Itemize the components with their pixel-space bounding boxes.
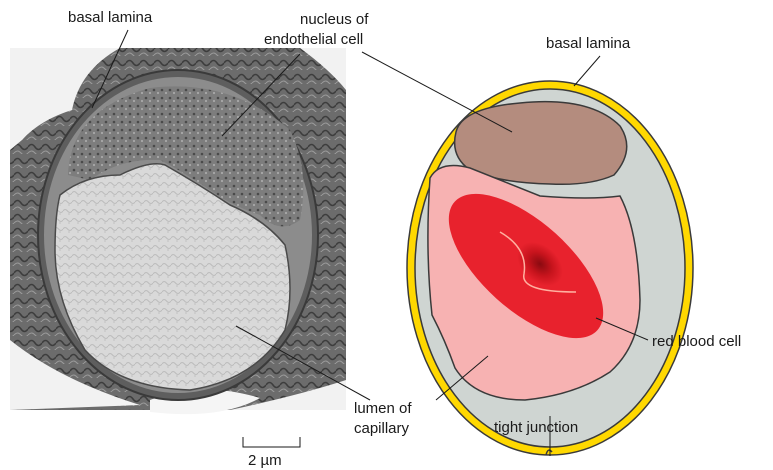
schematic-drawing xyxy=(407,81,693,455)
micrograph-basal-lamina-label: basal lamina xyxy=(68,9,153,26)
micrograph-lumen-label-line2: capillary xyxy=(354,420,410,437)
scale-bar: 2 µm xyxy=(243,437,300,469)
drawing-nucleus-leader xyxy=(362,52,512,132)
micrograph-nucleus-label-line2: endothelial cell xyxy=(264,31,363,48)
micrograph-lumen-label-line1: lumen of xyxy=(354,400,412,417)
drawing-basal-lamina-label: basal lamina xyxy=(546,35,631,52)
drawing-tight-junction-label: tight junction xyxy=(494,419,578,436)
scale-bar-label: 2 µm xyxy=(248,452,282,469)
drawing-basal-lamina-leader xyxy=(574,56,600,86)
micrograph-nucleus-label-line1: nucleus of xyxy=(300,11,369,28)
drawing-red-blood-cell-label: red blood cell xyxy=(652,333,741,350)
